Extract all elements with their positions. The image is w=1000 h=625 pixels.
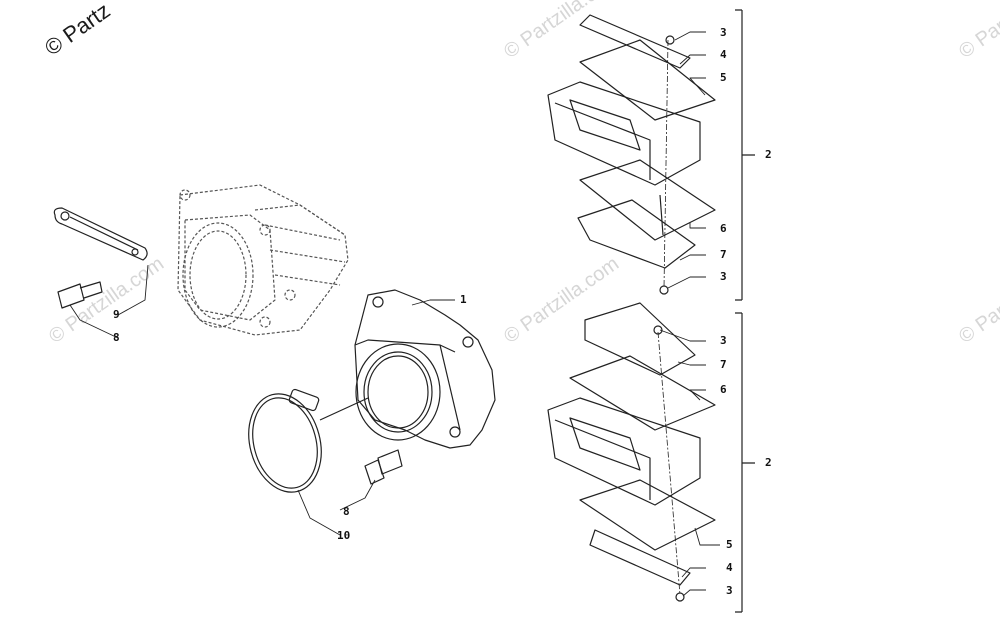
callout-8: 8 [343,505,350,518]
callout-1: 1 [460,293,467,306]
reed-assembly-upper [547,14,716,295]
callout-8: 8 [113,331,120,344]
callout-7: 7 [720,358,727,371]
callout-2: 2 [765,148,772,161]
bracket-2-lower [735,312,755,613]
callout-3: 3 [720,334,727,347]
callout-4: 4 [720,48,727,61]
ghost-reed-cage [177,184,349,336]
leader-lines [69,31,720,597]
bolt-8-center [364,449,403,485]
callout-4: 4 [726,561,733,574]
callout-7: 7 [720,248,727,261]
bracket-2-upper [735,9,755,301]
bracket-9 [53,207,148,261]
callout-2: 2 [765,456,772,469]
intake-flange-1 [354,289,496,449]
callout-3: 3 [726,584,733,597]
callout-3: 3 [720,26,727,39]
callout-9: 9 [113,308,120,321]
reed-assembly-lower [547,302,716,602]
callout-5: 5 [726,538,733,551]
callout-10: 10 [337,529,351,542]
alignment-lines [657,39,681,596]
bolt-8-left [57,281,103,309]
callout-5: 5 [720,71,727,84]
callout-3: 3 [720,270,727,283]
callout-6: 6 [720,383,727,396]
callout-6: 6 [720,222,727,235]
hose-clamp-10 [248,388,369,493]
